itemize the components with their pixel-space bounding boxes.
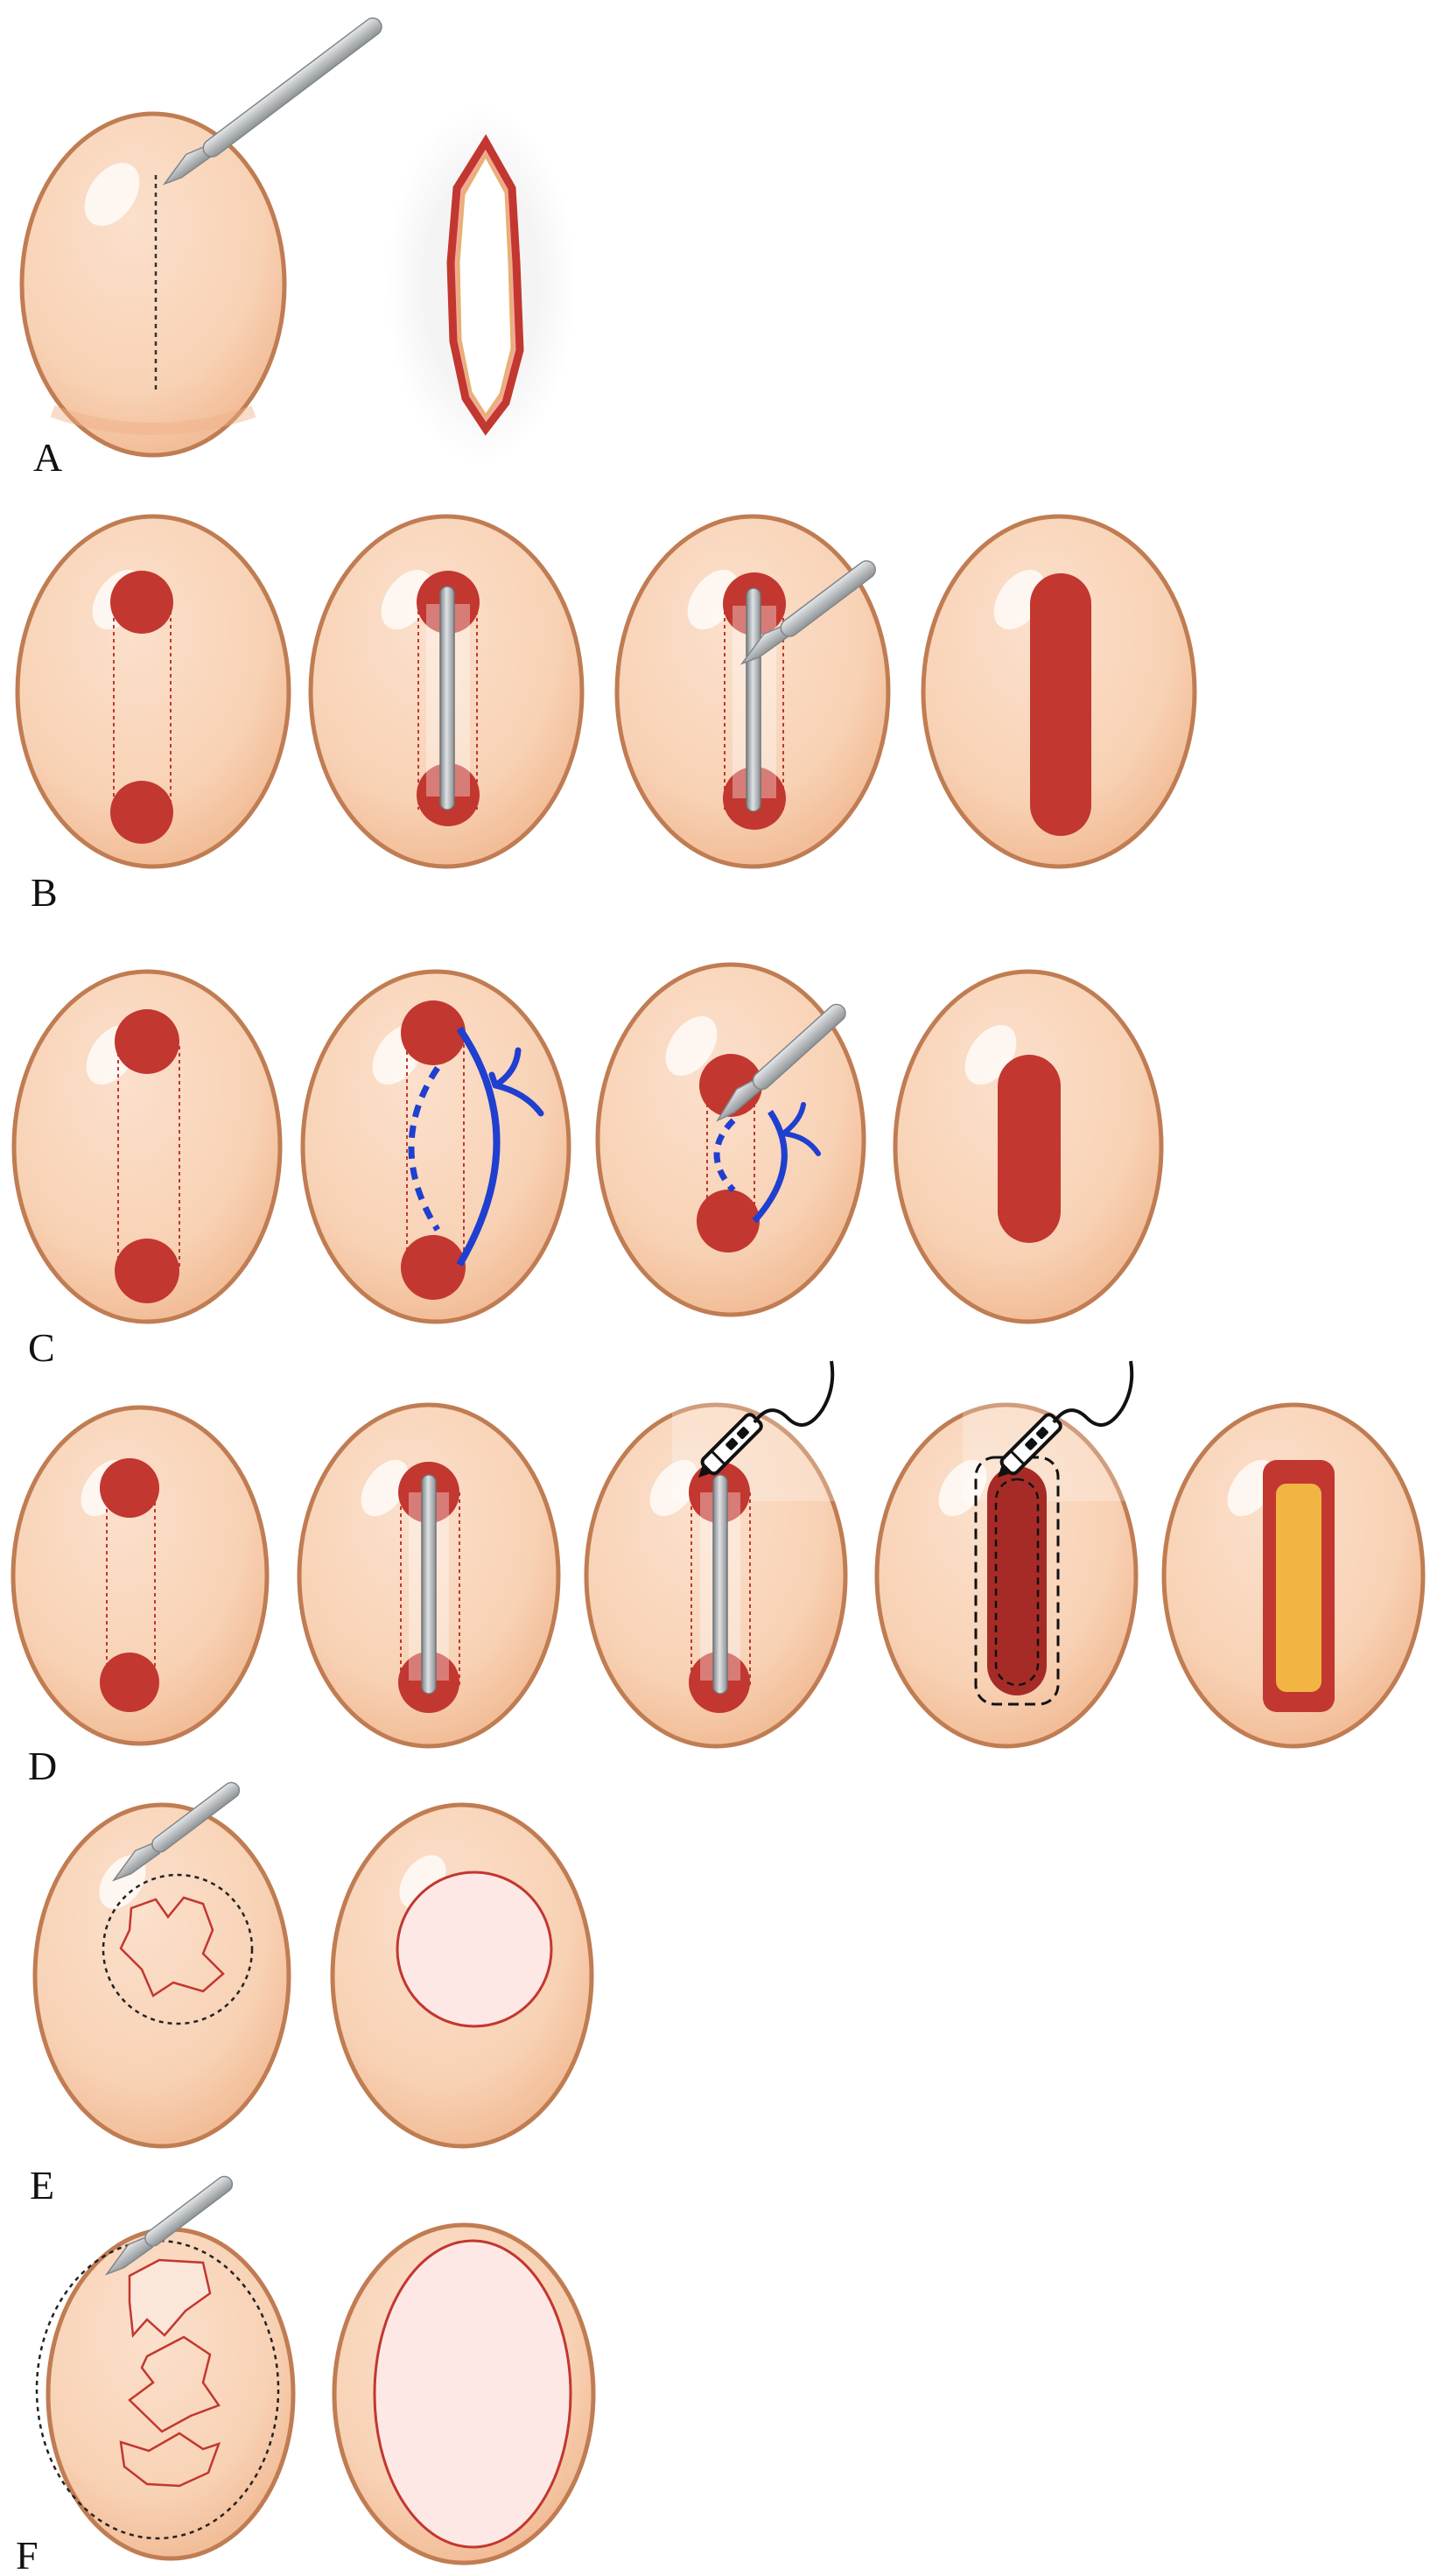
panel-d: D	[13, 1361, 1423, 1788]
e-step-excised-circle	[333, 1805, 592, 2146]
e-step-circular-excision	[35, 1778, 289, 2146]
united-lesion	[998, 1055, 1061, 1243]
opened-incision	[387, 105, 576, 464]
c-step-scalpel-cut	[598, 965, 864, 1315]
b-step-two-lesions	[18, 516, 289, 867]
d-step-ablated-lesion	[1164, 1405, 1423, 1746]
united-lesion	[1030, 573, 1091, 836]
panel-a: A	[22, 13, 576, 480]
panel-label-c: C	[28, 1325, 55, 1370]
panel-label-e: E	[30, 2163, 54, 2207]
b-step-bar-inserted	[311, 516, 582, 867]
d-step-electrocautery-outline	[877, 1361, 1138, 1746]
panel-label-d: D	[28, 1744, 57, 1788]
panel-e: E	[30, 1778, 592, 2207]
metal-bar	[440, 586, 454, 810]
c-step-united-lesion	[895, 972, 1161, 1322]
panel-b: B	[18, 516, 1195, 915]
f-step-full-excision	[37, 2172, 293, 2558]
panel-f: F	[16, 2172, 593, 2576]
lesion-bottom	[110, 781, 173, 844]
panel-c: C	[14, 965, 1161, 1370]
lesion-top	[110, 571, 173, 634]
scalpel-icon	[158, 13, 385, 191]
c-step-two-lesions	[14, 972, 280, 1322]
b-step-scalpel-cut	[617, 516, 888, 867]
ablated-core	[1276, 1484, 1321, 1692]
excised-ellipse	[375, 2241, 571, 2547]
panel-label-a: A	[33, 435, 62, 480]
panel-label-b: B	[31, 870, 58, 915]
f-step-excised-ellipse	[334, 2225, 593, 2563]
d-step-electrocautery-start	[586, 1361, 847, 1746]
d-step-two-lesions	[13, 1407, 267, 1744]
excised-circle	[397, 1872, 551, 2026]
skin-oval	[22, 114, 284, 455]
c-step-curved-cut	[303, 972, 569, 1322]
b-step-united-lesion	[923, 516, 1195, 867]
panel-label-f: F	[16, 2533, 39, 2576]
d-step-bar-inserted	[299, 1405, 558, 1746]
